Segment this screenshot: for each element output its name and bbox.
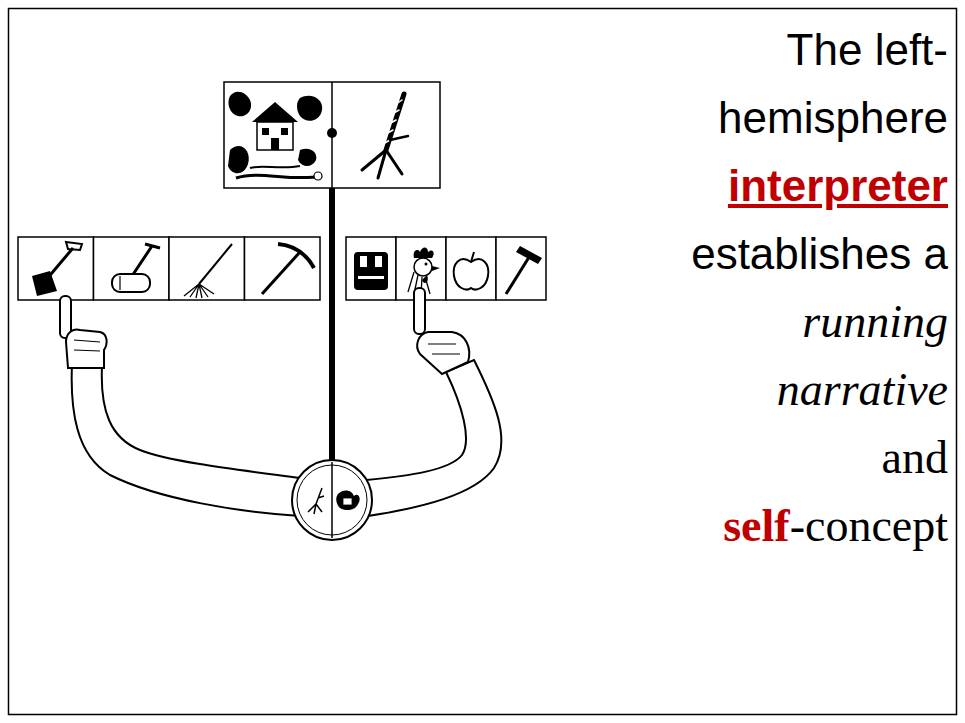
brain-head xyxy=(292,460,372,540)
right-arm xyxy=(366,288,501,516)
snow-scene xyxy=(228,92,251,117)
shovel-icon xyxy=(66,242,82,250)
text-line: interpreter xyxy=(568,157,948,225)
apple-icon xyxy=(471,252,474,262)
toaster-icon xyxy=(354,252,388,290)
apple-icon xyxy=(454,252,489,290)
text-line: self-concept xyxy=(568,497,948,565)
left-choice-row xyxy=(18,237,320,300)
left-arm xyxy=(72,364,300,516)
mini-claw xyxy=(308,488,324,514)
caption-block: The left-hemisphere interpreter establishe… xyxy=(568,21,948,565)
right-choice-row xyxy=(496,237,546,300)
mini-snow-scene xyxy=(336,490,359,510)
left-choice-row xyxy=(245,237,321,300)
toaster-icon xyxy=(360,256,367,267)
chicken-claw xyxy=(378,150,386,178)
chicken-claw xyxy=(362,94,408,178)
caption-text: running narrative xyxy=(777,296,948,415)
rooster-icon xyxy=(432,266,440,271)
hammer-icon xyxy=(516,246,542,264)
right-choice-row xyxy=(446,237,496,300)
left-choice-row xyxy=(169,237,245,300)
caption-text: establishes a xyxy=(691,229,948,278)
snow-scene xyxy=(271,138,279,150)
fixation-dot xyxy=(327,128,337,138)
brain-head xyxy=(292,460,372,540)
chicken-claw xyxy=(390,136,408,140)
shovel-icon xyxy=(32,242,82,296)
pickaxe-icon xyxy=(278,244,314,268)
roller-icon xyxy=(132,246,152,276)
chicken-claw xyxy=(386,150,402,174)
toaster-icon xyxy=(354,252,388,290)
text-line: and xyxy=(568,429,948,497)
left-arm xyxy=(60,296,300,516)
right-arm xyxy=(428,344,460,354)
brain-head xyxy=(331,462,333,538)
snow-scene xyxy=(281,128,288,135)
divider-bar xyxy=(329,188,335,462)
snow-scene xyxy=(228,146,249,173)
snow-scene xyxy=(236,175,322,178)
rooster-icon xyxy=(408,248,440,296)
rooster-icon xyxy=(414,258,432,276)
toaster-icon xyxy=(358,276,384,279)
caption-text: and xyxy=(882,432,948,483)
mini-claw xyxy=(308,488,324,514)
snow-scene xyxy=(314,172,322,180)
snow-scene xyxy=(257,122,293,150)
snow-scene xyxy=(252,102,298,122)
pickaxe-icon xyxy=(262,252,300,294)
text-line: The left-hemisphere xyxy=(688,21,948,157)
roller-icon xyxy=(119,276,120,290)
apple-icon xyxy=(454,259,489,289)
rooster-icon xyxy=(425,263,428,266)
roller-icon xyxy=(112,244,160,292)
highlight-word: self xyxy=(723,500,789,551)
snow-scene xyxy=(297,96,322,121)
snow-scene xyxy=(228,92,322,180)
slide-frame xyxy=(9,9,957,715)
left-choice-row xyxy=(94,237,170,300)
left-choice-row xyxy=(18,237,94,300)
pickaxe-icon xyxy=(262,244,314,294)
right-arm xyxy=(417,332,469,374)
snow-scene xyxy=(262,128,269,135)
snow-scene xyxy=(298,149,316,166)
stimulus-screen xyxy=(224,82,440,188)
snow-scene xyxy=(250,166,300,168)
mini-snow-scene xyxy=(343,498,352,505)
rake-icon xyxy=(184,244,232,298)
toaster-icon xyxy=(375,256,382,267)
left-arm xyxy=(66,330,107,369)
rake-icon xyxy=(184,284,214,298)
rake-icon xyxy=(199,244,232,284)
right-arm xyxy=(414,288,425,334)
shovel-icon xyxy=(32,271,57,296)
hammer-icon xyxy=(506,246,542,294)
right-choice-row xyxy=(346,237,546,300)
roller-icon xyxy=(145,244,160,248)
right-arm xyxy=(366,360,501,516)
right-choice-row xyxy=(346,237,396,300)
rooster-icon xyxy=(414,248,434,259)
left-arm xyxy=(74,340,100,351)
mini-snow-scene xyxy=(336,490,359,510)
roller-icon xyxy=(112,274,150,292)
hammer-icon xyxy=(506,254,531,294)
text-line: running narrative xyxy=(738,293,948,429)
caption-text: -concept xyxy=(790,500,948,551)
text-line: establishes a xyxy=(568,225,948,293)
caption-text: The left-hemisphere xyxy=(718,25,948,142)
stimulus-screen xyxy=(224,82,440,188)
highlight-word: interpreter xyxy=(728,161,948,210)
